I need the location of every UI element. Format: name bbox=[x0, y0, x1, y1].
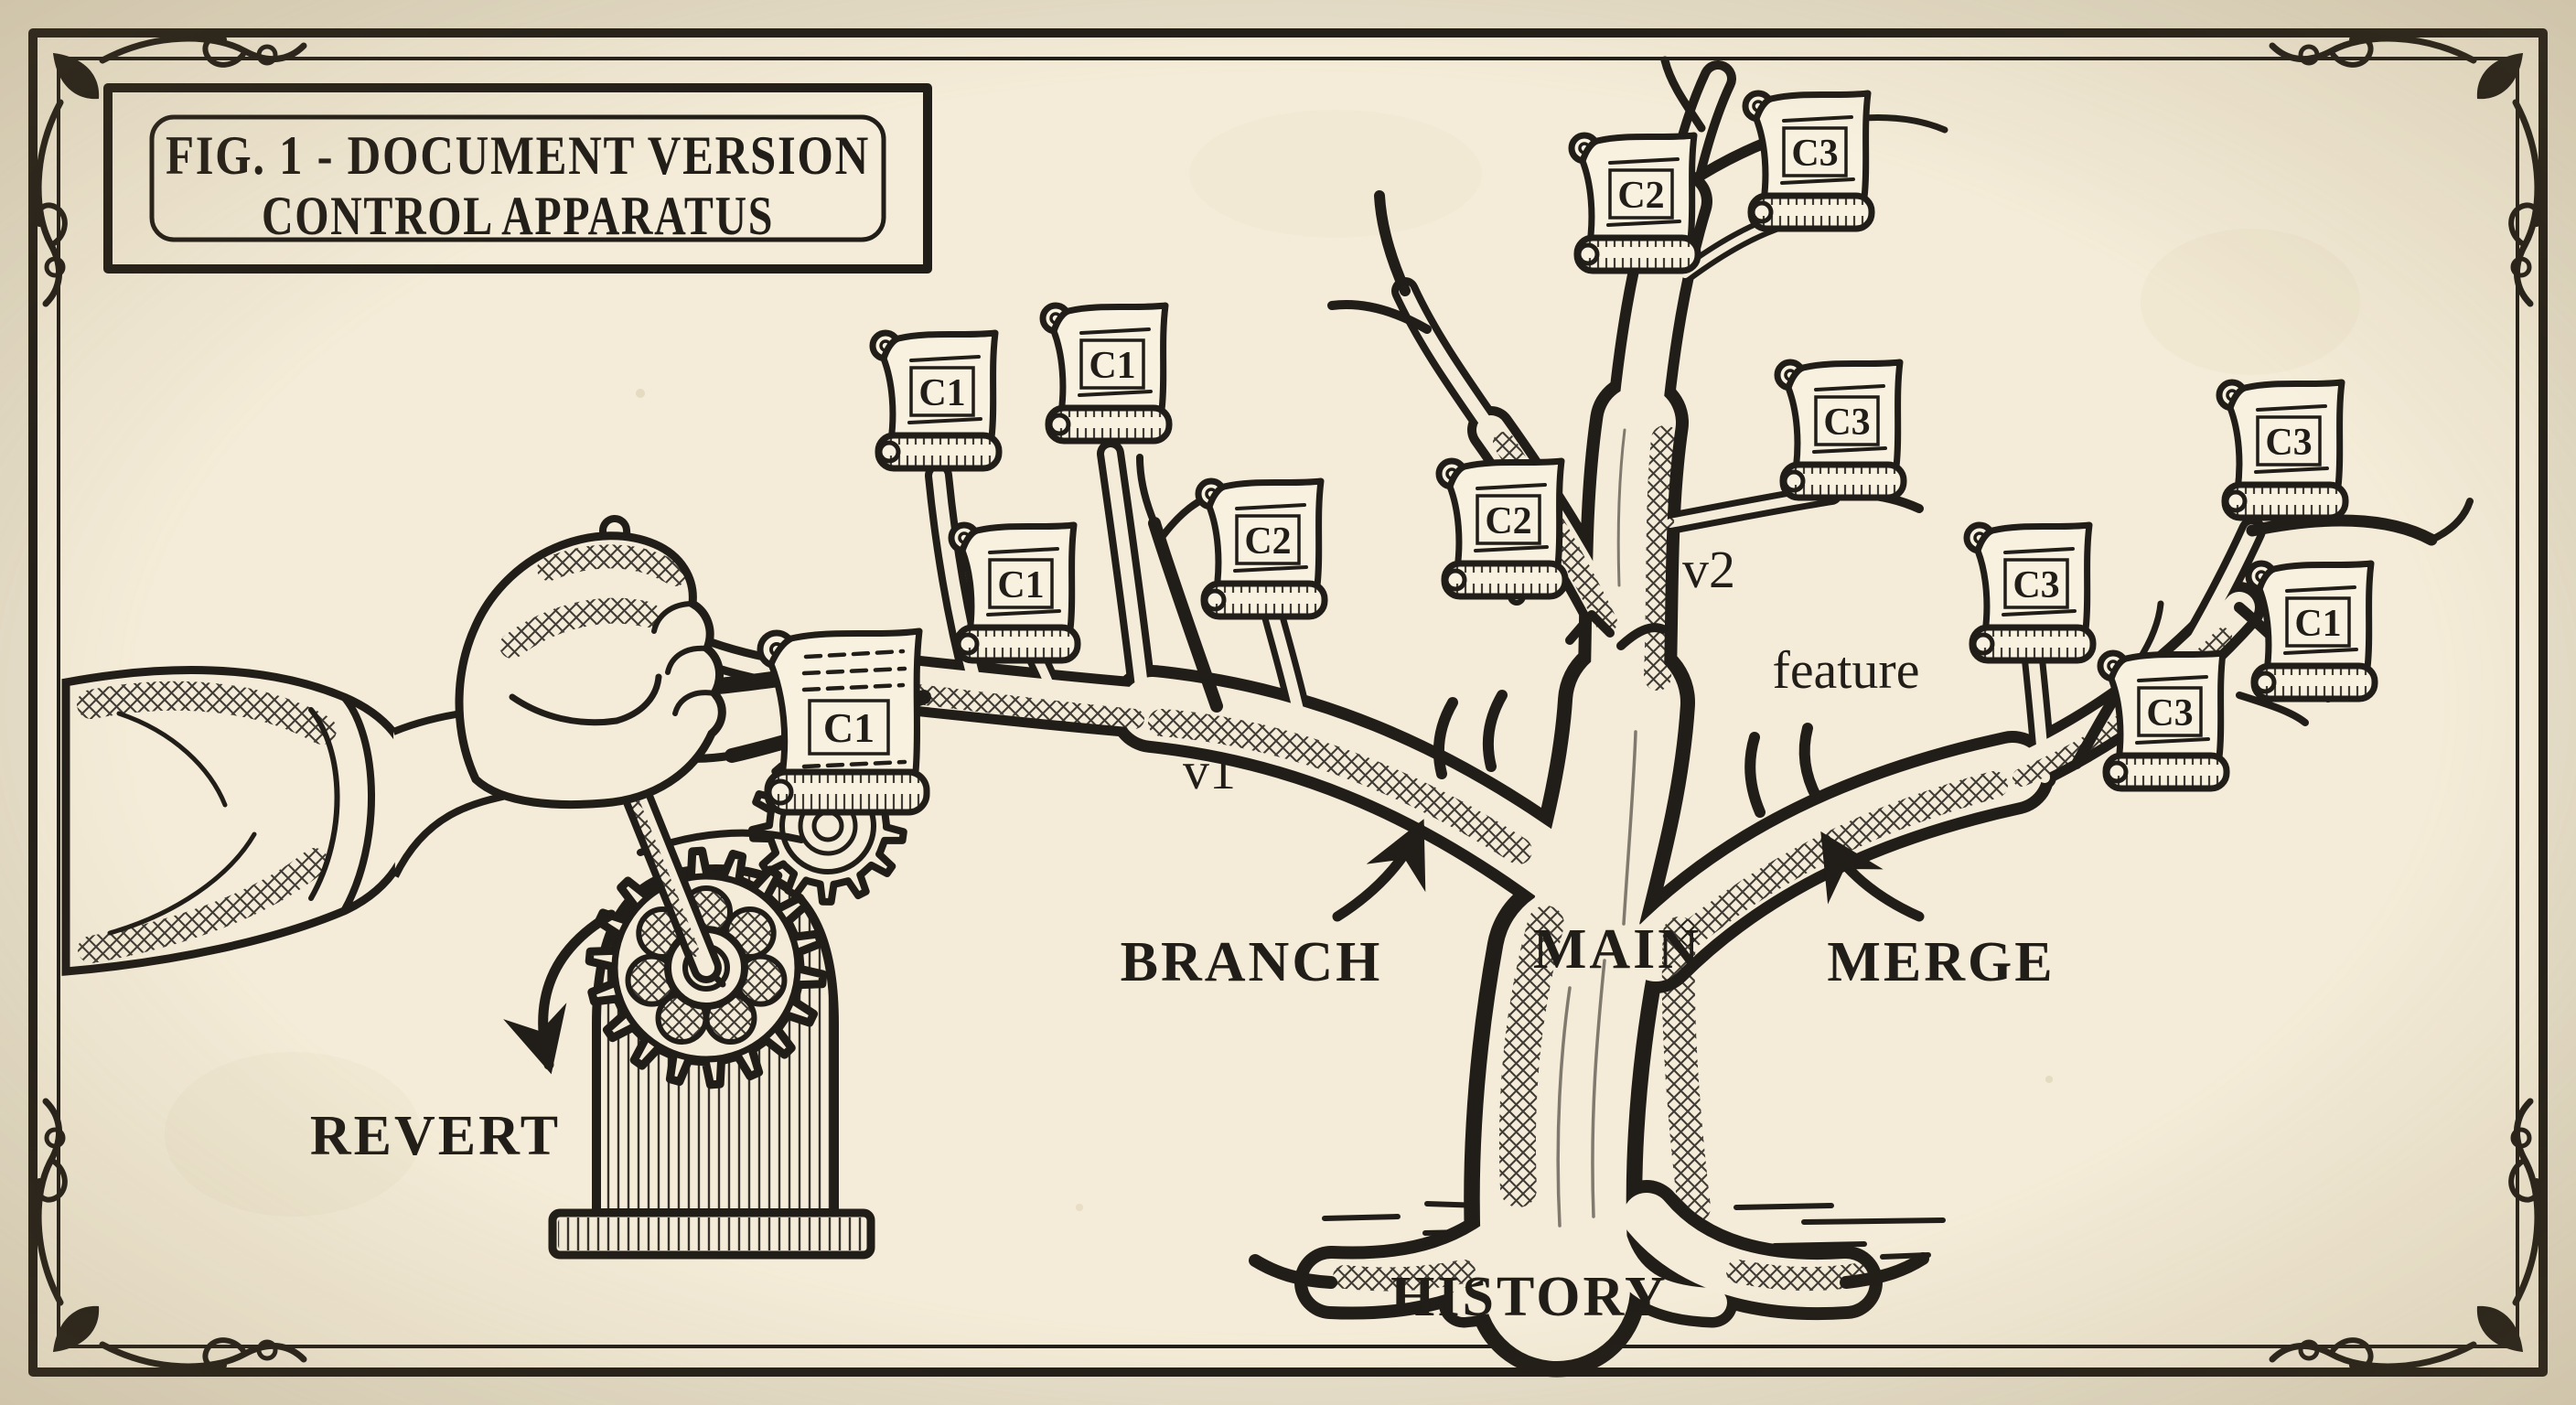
commit-tag-label: C3 bbox=[2265, 422, 2312, 464]
figure-title-line1: FIG. 1 - DOCUMENT VERSION bbox=[166, 125, 870, 186]
commit-scroll: C1 bbox=[2245, 560, 2378, 702]
commit-scroll: C3 bbox=[1742, 90, 1875, 232]
commit-scroll: C1 bbox=[757, 627, 930, 816]
commit-tag-label: C1 bbox=[1089, 345, 1135, 387]
commit-tag-label: C1 bbox=[823, 704, 875, 751]
figure-title-line2: CONTROL APPARATUS bbox=[262, 186, 774, 246]
label-v2: v2 bbox=[1682, 540, 1735, 599]
commit-tag-label: C2 bbox=[1244, 520, 1291, 563]
commit-scroll: C1 bbox=[869, 329, 1003, 472]
commit-tag-label: C1 bbox=[918, 372, 965, 414]
label-feature: feature bbox=[1773, 640, 1920, 700]
commit-tag-label: C3 bbox=[1823, 402, 1870, 444]
commit-tag-label: C3 bbox=[2012, 564, 2059, 606]
label-merge: MERGE bbox=[1827, 931, 2055, 993]
label-v1: v1 bbox=[1183, 741, 1236, 800]
label-history: HISTORY bbox=[1390, 1266, 1669, 1328]
commit-scroll: C3 bbox=[1963, 521, 2097, 664]
label-branch: BRANCH bbox=[1121, 931, 1383, 993]
base-plate bbox=[548, 1208, 875, 1260]
commit-scroll: C3 bbox=[1774, 359, 1907, 501]
commit-scroll: C1 bbox=[948, 521, 1081, 664]
commit-scroll: C2 bbox=[1568, 132, 1701, 274]
commit-scroll: C2 bbox=[1195, 477, 1328, 620]
commit-tag-label: C1 bbox=[2294, 603, 2341, 645]
commit-tag-label: C1 bbox=[997, 564, 1044, 606]
label-main: MAIN bbox=[1533, 918, 1701, 981]
label-revert: REVERT bbox=[310, 1105, 561, 1167]
commit-tag-label: C3 bbox=[1791, 133, 1838, 175]
commit-tag-label: C2 bbox=[1485, 500, 1531, 542]
commit-scroll: C2 bbox=[1435, 457, 1569, 600]
commit-tag-label: C3 bbox=[2146, 692, 2193, 735]
commit-tag-label: C2 bbox=[1617, 175, 1664, 217]
commit-scroll: C1 bbox=[1039, 302, 1173, 445]
commit-scroll: C3 bbox=[2097, 649, 2230, 792]
title-box: FIG. 1 - DOCUMENT VERSION CONTROL APPARA… bbox=[103, 83, 932, 273]
commit-scroll: C3 bbox=[2216, 379, 2349, 521]
